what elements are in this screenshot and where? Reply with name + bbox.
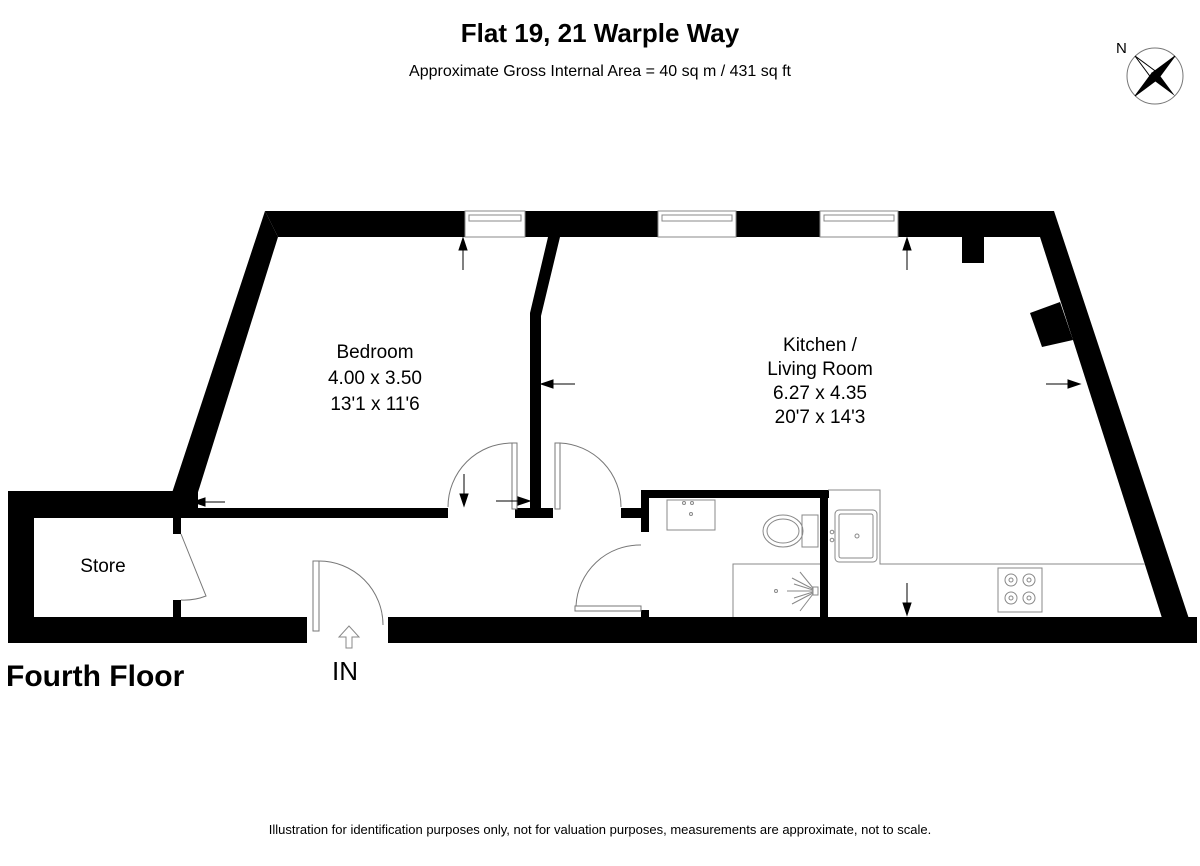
room-name: Store [80,556,126,577]
room-store: Store [62,554,144,580]
windows [464,210,899,238]
room-name: Bedroom [336,342,414,363]
room-metric: 4.00 x 3.50 [327,368,423,389]
hob-icon [997,567,1043,613]
doors [180,442,642,632]
compass-north-label: N [1116,40,1127,57]
walls [8,211,1197,643]
compass-rose-icon [1126,47,1184,105]
room-imperial: 13'1 x 11'6 [330,394,420,415]
room-kitchen-living: Kitchen / Living Room 6.27 x 4.35 20'7 x… [740,334,900,430]
washbasin-icon [666,499,716,531]
entrance-label: IN [332,656,358,686]
room-name-line2: Living Room [767,359,873,380]
measurement-arrows [191,236,1082,617]
toilet-icon [762,514,819,548]
entrance-arrow-icon [337,625,361,649]
disclaimer: Illustration for identification purposes… [268,822,932,837]
kitchen-counter [828,489,1145,565]
gross-area-subtitle: Approximate Gross Internal Area = 40 sq … [409,63,791,80]
room-name-line1: Kitchen / [783,335,857,356]
room-imperial: 20'7 x 14'3 [774,407,866,428]
floor-label: Fourth Floor [6,660,185,693]
shower-icon [732,563,820,617]
page-title: Flat 19, 21 Warple Way [460,18,740,48]
room-metric: 6.27 x 4.35 [772,383,868,404]
room-bedroom: Bedroom 4.00 x 3.50 13'1 x 11'6 [290,340,460,418]
kitchen-sink-icon [829,509,878,563]
